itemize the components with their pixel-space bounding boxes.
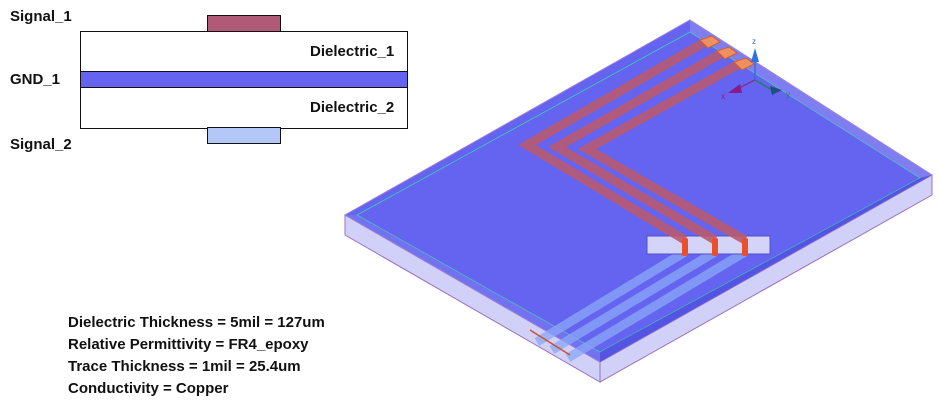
board-top-rim xyxy=(690,20,932,178)
bottom-trace-3 xyxy=(565,248,748,362)
top-trace-1 xyxy=(518,38,708,244)
dielectric-2-label: Dielectric_2 xyxy=(310,99,395,116)
spec-relative-permittivity: Relative Permittivity = FR4_epoxy xyxy=(68,336,309,353)
x-axis-label: x xyxy=(721,92,725,101)
bottom-port-edge xyxy=(529,329,571,356)
signal-1-label: Signal_1 xyxy=(10,8,72,25)
board-left-rim xyxy=(345,215,600,362)
vias xyxy=(682,238,748,256)
top-traces xyxy=(518,38,748,244)
via-2 xyxy=(712,238,718,256)
gnd-1-label: GND_1 xyxy=(10,71,61,88)
axis-triad: z x y xyxy=(721,37,790,101)
y-axis-arrow-icon xyxy=(770,86,782,95)
y-axis-label: y xyxy=(786,90,790,99)
top-trace-2 xyxy=(548,49,725,244)
dielectric-1-layer xyxy=(80,31,408,73)
dielectric-2-layer xyxy=(80,87,408,129)
top-trace-3 xyxy=(577,60,748,244)
signal-2-trace xyxy=(207,127,281,144)
via-1 xyxy=(682,238,688,256)
x-axis-arrow-icon xyxy=(728,84,742,93)
spec-conductivity: Conductivity = Copper xyxy=(68,380,229,397)
spec-trace-thickness: Trace Thickness = 1mil = 25.4um xyxy=(68,358,301,375)
bottom-trace-2 xyxy=(549,248,718,354)
via-3 xyxy=(742,238,748,256)
z-axis-arrow-icon xyxy=(751,48,759,62)
bottom-trace-1 xyxy=(534,248,688,346)
spec-dielectric-thickness: Dielectric Thickness = 5mil = 127um xyxy=(68,314,325,331)
dielectric-1-label: Dielectric_1 xyxy=(310,43,395,60)
z-axis-label: z xyxy=(752,37,756,46)
board-right-rim xyxy=(600,175,932,362)
signal-2-label: Signal_2 xyxy=(10,136,72,153)
bottom-traces xyxy=(534,248,748,362)
top-trace-pads xyxy=(699,35,755,71)
